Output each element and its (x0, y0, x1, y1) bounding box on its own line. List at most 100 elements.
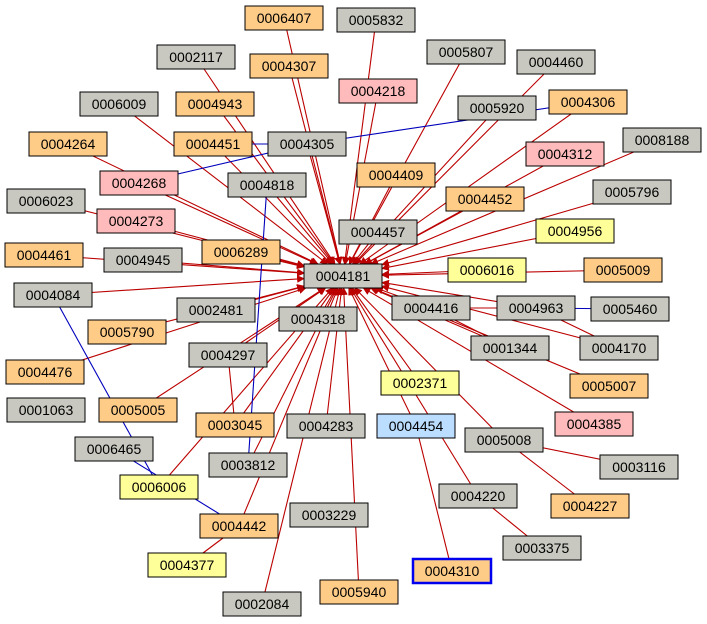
node-0001063[interactable]: 0001063 (6, 397, 86, 423)
node-box[interactable] (464, 427, 544, 453)
node-box[interactable] (338, 78, 418, 104)
node-0006006[interactable]: 0006006 (119, 474, 199, 500)
node-0004943[interactable]: 0004943 (175, 91, 255, 117)
node-0004818[interactable]: 0004818 (227, 172, 307, 198)
node-box[interactable] (554, 411, 634, 437)
node-box[interactable] (79, 91, 159, 117)
node-box[interactable] (286, 413, 366, 439)
node-box[interactable] (411, 557, 493, 585)
node-box[interactable] (147, 552, 227, 578)
node-box[interactable] (278, 306, 358, 332)
node-box[interactable] (502, 535, 582, 561)
node-box[interactable] (447, 257, 527, 283)
node-0004283[interactable]: 0004283 (286, 413, 366, 439)
node-box[interactable] (199, 513, 279, 539)
node-0004460[interactable]: 0004460 (516, 49, 596, 75)
node-box[interactable] (622, 127, 702, 153)
node-box[interactable] (380, 370, 460, 396)
node-0004305[interactable]: 0004305 (267, 131, 347, 157)
node-box[interactable] (6, 397, 86, 423)
node-0004307[interactable]: 0004307 (249, 53, 329, 79)
node-box[interactable] (4, 242, 84, 268)
node-0003229[interactable]: 0003229 (289, 502, 369, 528)
node-box[interactable] (470, 335, 550, 361)
node-0006407[interactable]: 0006407 (244, 5, 324, 31)
node-box[interactable] (319, 579, 399, 605)
node-box[interactable] (525, 141, 605, 167)
node-box[interactable] (13, 282, 93, 308)
node-box[interactable] (535, 218, 615, 244)
node-0004310[interactable]: 0004310 (411, 557, 493, 585)
node-0004385[interactable]: 0004385 (554, 411, 634, 437)
node-box[interactable] (445, 186, 525, 212)
node-box[interactable] (550, 493, 630, 519)
node-0005009[interactable]: 0005009 (583, 257, 663, 283)
node-box[interactable] (303, 263, 383, 289)
node-0005790[interactable]: 0005790 (87, 319, 167, 345)
node-box[interactable] (119, 474, 199, 500)
node-0004268[interactable]: 0004268 (99, 170, 179, 196)
node-0004409[interactable]: 0004409 (356, 162, 436, 188)
node-0004264[interactable]: 0004264 (28, 131, 108, 157)
node-box[interactable] (516, 49, 596, 75)
node-box[interactable] (592, 179, 672, 205)
node-box[interactable] (175, 91, 255, 117)
node-box[interactable] (438, 483, 518, 509)
node-box[interactable] (391, 295, 471, 321)
node-0005796[interactable]: 0005796 (592, 179, 672, 205)
node-box[interactable] (176, 297, 256, 323)
node-0002084[interactable]: 0002084 (222, 591, 302, 617)
node-0005940[interactable]: 0005940 (319, 579, 399, 605)
node-box[interactable] (99, 170, 179, 196)
node-box[interactable] (338, 219, 418, 245)
node-0008188[interactable]: 0008188 (622, 127, 702, 153)
node-box[interactable] (227, 172, 307, 198)
node-box[interactable] (590, 296, 670, 322)
node-0001344[interactable]: 0001344 (470, 335, 550, 361)
node-0004306[interactable]: 0004306 (548, 89, 628, 115)
node-box[interactable] (5, 359, 85, 385)
node-box[interactable] (201, 239, 281, 265)
node-0002117[interactable]: 0002117 (156, 44, 236, 70)
node-box[interactable] (583, 257, 663, 283)
node-0003812[interactable]: 0003812 (208, 452, 288, 478)
node-0003116[interactable]: 0003116 (599, 454, 679, 480)
node-box[interactable] (6, 188, 86, 214)
node-box[interactable] (579, 335, 659, 361)
node-0004297[interactable]: 0004297 (188, 342, 268, 368)
node-0004476[interactable]: 0004476 (5, 359, 85, 385)
node-0003375[interactable]: 0003375 (502, 535, 582, 561)
node-box[interactable] (599, 454, 679, 480)
node-0004084[interactable]: 0004084 (13, 282, 93, 308)
node-0004318[interactable]: 0004318 (278, 306, 358, 332)
node-box[interactable] (208, 452, 288, 478)
node-box[interactable] (426, 39, 506, 65)
node-0004218[interactable]: 0004218 (338, 78, 418, 104)
node-box[interactable] (98, 397, 178, 423)
node-0005832[interactable]: 0005832 (336, 7, 416, 33)
node-0004945[interactable]: 0004945 (103, 247, 183, 273)
node-0004457[interactable]: 0004457 (338, 219, 418, 245)
node-0002371[interactable]: 0002371 (380, 370, 460, 396)
node-0004454[interactable]: 0004454 (376, 413, 456, 439)
node-0004956[interactable]: 0004956 (535, 218, 615, 244)
node-0006465[interactable]: 0006465 (74, 436, 154, 462)
node-box[interactable] (222, 591, 302, 617)
node-box[interactable] (569, 373, 649, 399)
node-box[interactable] (74, 436, 154, 462)
node-0005920[interactable]: 0005920 (457, 95, 537, 121)
node-box[interactable] (376, 413, 456, 439)
node-box[interactable] (356, 162, 436, 188)
node-0005005[interactable]: 0005005 (98, 397, 178, 423)
node-box[interactable] (195, 412, 275, 438)
node-0005008[interactable]: 0005008 (464, 427, 544, 453)
node-box[interactable] (267, 131, 347, 157)
node-0003045[interactable]: 0003045 (195, 412, 275, 438)
node-0004377[interactable]: 0004377 (147, 552, 227, 578)
node-box[interactable] (289, 502, 369, 528)
node-box[interactable] (548, 89, 628, 115)
node-0004416[interactable]: 0004416 (391, 295, 471, 321)
node-0004312[interactable]: 0004312 (525, 141, 605, 167)
node-0004452[interactable]: 0004452 (445, 186, 525, 212)
node-0004170[interactable]: 0004170 (579, 335, 659, 361)
